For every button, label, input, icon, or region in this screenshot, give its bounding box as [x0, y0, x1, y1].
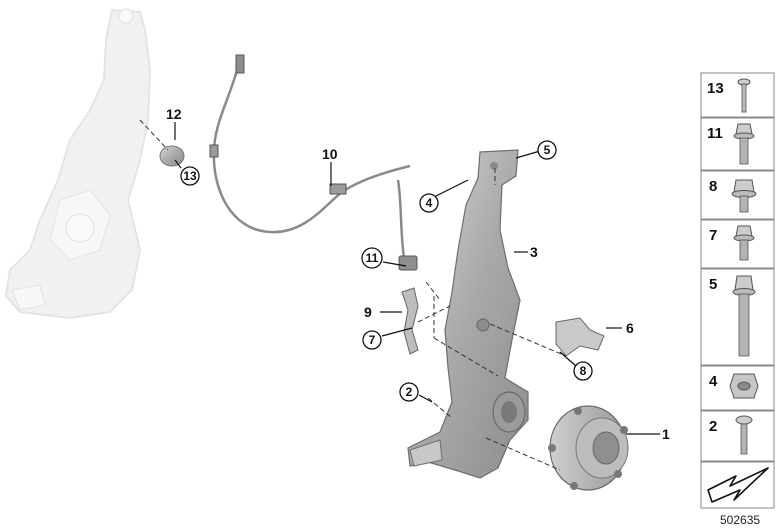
- dust-cap-part[interactable]: [139, 119, 185, 167]
- legend-item[interactable]: 4: [700, 365, 775, 411]
- svg-text:11: 11: [366, 251, 379, 265]
- bracket-part[interactable]: [555, 317, 605, 357]
- callout-7: 7: [362, 330, 382, 350]
- svg-text:8: 8: [709, 178, 717, 195]
- callout-3: 3: [530, 244, 538, 260]
- svg-text:4: 4: [426, 196, 433, 210]
- callout-1: 1: [662, 426, 670, 442]
- callout-13: 13: [180, 166, 200, 186]
- ghost-steering-knuckle: [4, 8, 152, 320]
- wheel-hub-part[interactable]: [548, 405, 629, 491]
- assembly-lines: [417, 168, 567, 471]
- short-bolt-icon: [733, 225, 755, 261]
- legend-item[interactable]: 7: [700, 219, 775, 269]
- legend-item[interactable]: 11: [700, 117, 775, 171]
- callout-10: 10: [322, 146, 338, 162]
- leader-lines: [174, 122, 660, 435]
- hex-nut-icon: [729, 373, 759, 399]
- long-bolt-icon: [737, 78, 751, 113]
- callout-12: 12: [166, 106, 182, 122]
- legend-item[interactable]: 5: [700, 268, 775, 366]
- callout-5: 5: [537, 140, 557, 160]
- callout-2: 2: [399, 382, 419, 402]
- torx-screw-icon: [735, 415, 753, 455]
- svg-text:4: 4: [709, 373, 718, 390]
- legend-item[interactable]: 13: [700, 72, 775, 118]
- svg-text:2: 2: [709, 418, 717, 435]
- callout-4: 4: [419, 193, 439, 213]
- svg-text:11: 11: [707, 125, 723, 142]
- long-hex-bolt-icon: [732, 275, 756, 357]
- callout-8: 8: [573, 361, 593, 381]
- svg-text:13: 13: [707, 80, 724, 97]
- flange-bolt-icon: [733, 123, 755, 165]
- svg-text:2: 2: [406, 385, 413, 399]
- circled-callouts: 13 5 4 11 7 8 2: [180, 140, 593, 402]
- callout-labels: 12 10 3 9 6 1: [166, 106, 670, 442]
- svg-text:7: 7: [369, 333, 376, 347]
- legend-item[interactable]: 8: [700, 170, 775, 220]
- svg-text:13: 13: [183, 169, 197, 183]
- direction-arrow-icon: [707, 467, 769, 503]
- fastener-legend: 13 11 8: [700, 72, 775, 509]
- callout-6: 6: [626, 320, 634, 336]
- drawing-number: 502635: [720, 513, 760, 527]
- wheel-speed-sensor-part[interactable]: [209, 54, 418, 271]
- steering-knuckle-part[interactable]: [407, 149, 529, 479]
- hex-flange-bolt-icon: [731, 179, 757, 213]
- svg-text:5: 5: [544, 143, 551, 157]
- direction-arrow-box: [700, 461, 775, 509]
- svg-text:5: 5: [709, 276, 717, 293]
- callout-11: 11: [361, 247, 383, 269]
- sensor-holder-part[interactable]: [401, 287, 419, 355]
- svg-text:8: 8: [580, 364, 587, 378]
- callout-9: 9: [364, 304, 372, 320]
- legend-item[interactable]: 2: [700, 410, 775, 462]
- svg-text:7: 7: [709, 227, 717, 244]
